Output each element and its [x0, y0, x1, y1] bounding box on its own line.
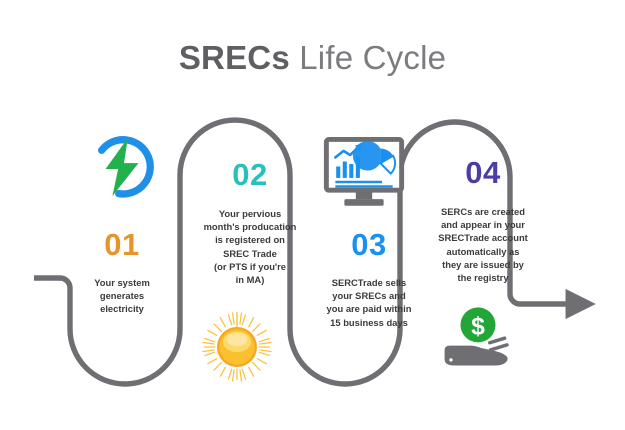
step-04-text-line: they are issued by: [442, 258, 524, 270]
step-04-text: SERCs are created and appear in your SRE…: [418, 205, 548, 284]
step-03-text-line: you are paid within: [326, 303, 412, 315]
step-04-number: 04: [465, 155, 501, 190]
monitor-analytics-icon: [323, 137, 405, 206]
step-04-text-line: SERCs are created: [441, 206, 525, 217]
step-04-text-line: and appear in your: [441, 219, 525, 231]
step-03-number: 03: [351, 227, 387, 262]
title-light-part: Life Cycle: [289, 39, 447, 76]
step-01-text: Your system generates electricity: [62, 276, 182, 316]
step-02-text: Your pervious month's producation is reg…: [185, 207, 315, 286]
svg-text:$: $: [471, 313, 485, 340]
step-04-text-line: SRECTrade account: [438, 232, 528, 244]
step-02-number: 02: [232, 157, 268, 192]
step-01-text-line: Your system: [94, 277, 150, 288]
step-01-number: 01: [104, 227, 140, 262]
step-02-text-line: Your pervious: [218, 208, 282, 219]
step-04: 04 SERCs are created and appear in your …: [418, 156, 548, 284]
step-02: 02 Your pervious month's producation is …: [185, 158, 315, 286]
step-03-text-line: SERCTrade sells: [331, 277, 407, 288]
title-bold-part: SRECs: [178, 39, 290, 76]
step-03-text-line: 15 business days: [330, 316, 408, 328]
step-04-text-line: the registry: [457, 272, 509, 284]
step-01: 01 Your system generates electricity: [62, 228, 182, 316]
step-02-text-line: is registered on: [215, 234, 285, 246]
step-01-text-line: electricity: [100, 303, 144, 315]
step-02-text-line: in MA): [235, 274, 265, 286]
step-02-text-line: (or PTS if you're: [213, 260, 287, 272]
step-04-text-line: automatically as: [446, 245, 520, 257]
step-03-text: SERCTrade sells your SRECs and you are p…: [308, 276, 430, 329]
page-title: SRECs Life Cycle: [0, 38, 625, 78]
step-03-text-line: your SRECs and: [332, 290, 406, 302]
step-02-text-line: SREC Trade: [223, 247, 277, 259]
step-03: 03 SERCTrade sells your SRECs and you ar…: [308, 228, 430, 329]
money-in-hand-icon: $: [444, 307, 509, 366]
sun-icon: [202, 311, 272, 382]
step-02-text-line: month's producation: [203, 221, 297, 233]
lightning-bolt-icon: [92, 136, 154, 198]
step-01-text-line: generates: [99, 290, 145, 302]
